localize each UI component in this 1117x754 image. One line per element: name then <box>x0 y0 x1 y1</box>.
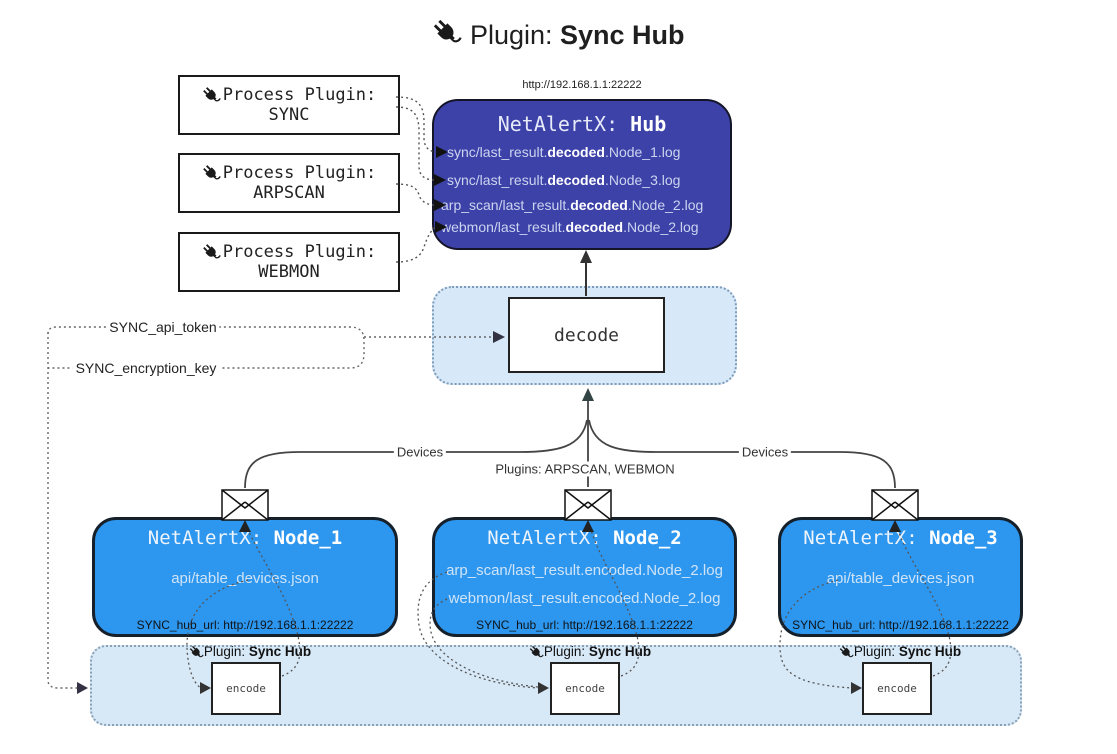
plug-icon <box>202 164 221 179</box>
sync-plugin-label: Plugin: Sync Hub <box>189 644 311 660</box>
log-pre: webmon/last_result. <box>441 219 566 235</box>
page-title-prefix: Plugin: <box>469 20 561 50</box>
hub-log-line: sync/last_result.decoded.Node_3.log <box>447 172 733 188</box>
node-2-line: webmon/last_result.encoded.Node_2.log <box>448 590 721 607</box>
plug-icon <box>529 645 544 658</box>
process-plugin-label: Process Plugin: <box>222 163 377 183</box>
sync-plugin-label: Plugin: Sync Hub <box>529 644 651 660</box>
node-title-name: Node_1 <box>273 527 343 549</box>
node-title-name: Node_3 <box>929 527 998 549</box>
envelope-icon <box>564 489 612 521</box>
node-title-prefix: NetAlertX: <box>803 527 930 549</box>
encode-box-3: encode <box>862 662 932 715</box>
encode-box-1: encode <box>211 662 281 715</box>
encode-box-2: encode <box>550 662 620 715</box>
log-pre: arp_scan/last_result. <box>441 197 571 213</box>
edge-label-devices-right: Devices <box>738 444 792 460</box>
node-title-name: Node_2 <box>613 527 682 549</box>
edge-label-devices-left: Devices <box>393 444 447 460</box>
sync-plugin-prefix: Plugin: <box>543 644 589 659</box>
process-plugin-sync: Process Plugin: SYNC <box>178 75 400 135</box>
process-plugin-arpscan: Process Plugin: ARPSCAN <box>178 153 400 213</box>
plug-icon <box>434 19 463 43</box>
process-plugin-name: WEBMON <box>258 262 320 282</box>
log-post: .Node_1.log <box>604 144 681 160</box>
token-key-arrowheads <box>77 331 505 694</box>
process-plugin-label: Process Plugin: <box>222 242 377 262</box>
node-1-line: api/table_devices.json <box>171 570 319 587</box>
sync-plugin-prefix: Plugin: <box>203 644 249 659</box>
log-post: .Node_3.log <box>604 172 681 188</box>
log-bold: decoded <box>565 219 624 235</box>
sync-plugin-name: Sync Hub <box>898 644 962 659</box>
edge-label-plugins-mid: Plugins: ARPSCAN, WEBMON <box>492 461 678 477</box>
hub-log-line: webmon/last_result.decoded.Node_2.log <box>441 219 727 235</box>
hub-log-line: arp_scan/last_result.decoded.Node_2.log <box>441 197 727 213</box>
node-title-prefix: NetAlertX: <box>147 527 274 549</box>
page-title: Plugin: Sync Hub <box>0 18 1117 51</box>
node-2-title: NetAlertX: Node_2 <box>432 527 737 549</box>
envelope-icon <box>221 489 269 521</box>
node-2-hub-url: SYNC_hub_url: http://192.168.1.1:22222 <box>476 618 693 632</box>
envelope-icon <box>871 489 919 521</box>
node-3-hub-url: SYNC_hub_url: http://192.168.1.1:22222 <box>792 618 1009 632</box>
log-bold: decoded <box>547 144 605 160</box>
node-1-hub-url: SYNC_hub_url: http://192.168.1.1:22222 <box>136 618 354 632</box>
sync-plugin-prefix: Plugin: <box>853 644 899 659</box>
hub-title: NetAlertX: Hub <box>432 112 732 136</box>
plug-icon <box>202 243 221 258</box>
sync-plugin-name: Sync Hub <box>248 644 312 659</box>
hub-title-prefix: NetAlertX: <box>497 112 631 136</box>
edge-label-encryption-key: SYNC_encryption_key <box>72 360 220 376</box>
decode-in-arrowhead <box>582 388 594 401</box>
node-title-prefix: NetAlertX: <box>487 527 614 549</box>
plugin-to-hub-edges <box>395 96 438 263</box>
process-plugin-name: ARPSCAN <box>253 183 325 203</box>
hub-log-line: sync/last_result.decoded.Node_1.log <box>447 144 733 160</box>
node-3-line: api/table_devices.json <box>826 570 975 587</box>
plug-icon <box>189 645 204 658</box>
log-post: .Node_2.log <box>627 197 704 213</box>
plug-icon <box>839 645 854 658</box>
log-pre: sync/last_result. <box>447 144 548 160</box>
sync-plugin-name: Sync Hub <box>588 644 652 659</box>
node-3-title: NetAlertX: Node_3 <box>778 527 1023 549</box>
node-1-title: NetAlertX: Node_1 <box>92 527 398 549</box>
hub-box <box>432 99 732 250</box>
decode-box: decode <box>508 297 665 373</box>
plug-icon <box>202 86 221 101</box>
node-2-line: arp_scan/last_result.encoded.Node_2.log <box>446 562 723 579</box>
hub-url-label: http://192.168.1.1:22222 <box>522 79 642 91</box>
process-plugin-label: Process Plugin: <box>222 85 377 105</box>
page-title-name: Sync Hub <box>560 20 685 50</box>
log-bold: decoded <box>547 172 605 188</box>
log-post: .Node_2.log <box>623 219 699 235</box>
hub-title-name: Hub <box>630 112 667 136</box>
sync-plugin-label: Plugin: Sync Hub <box>839 644 961 660</box>
log-pre: sync/last_result. <box>447 172 548 188</box>
edge-label-api-token: SYNC_api_token <box>106 319 220 335</box>
log-bold: decoded <box>570 197 628 213</box>
process-plugin-webmon: Process Plugin: WEBMON <box>178 232 400 292</box>
process-plugin-name: SYNC <box>268 105 310 125</box>
